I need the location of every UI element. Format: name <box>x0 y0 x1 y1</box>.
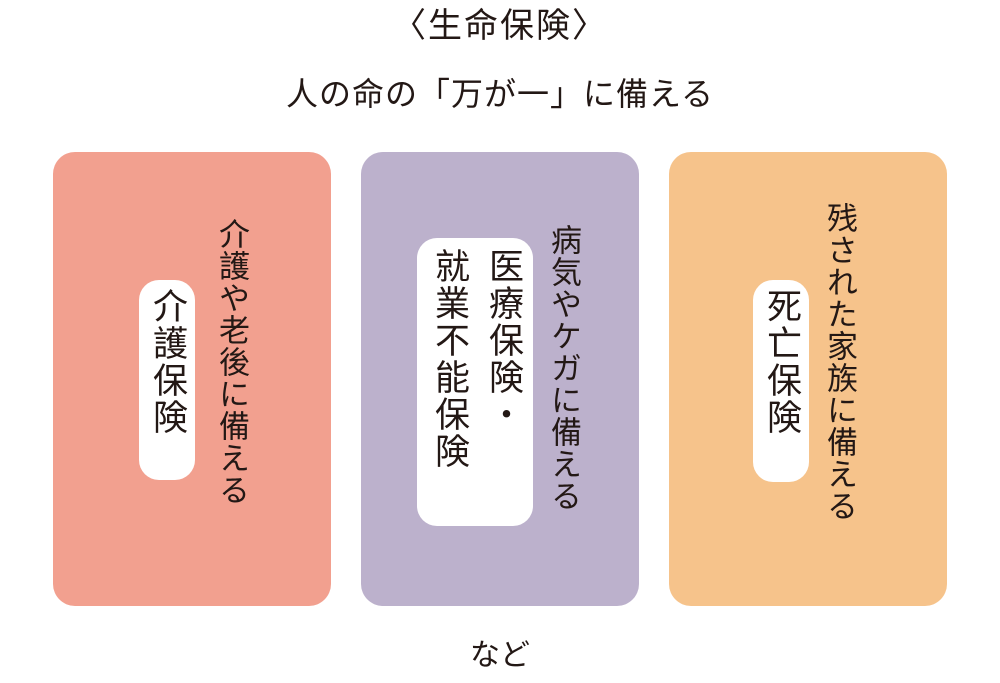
card-nursing-care: 介護や老後に備える 介護保険 <box>53 152 331 606</box>
insurance-label-box: 死亡保険 <box>753 280 809 482</box>
insurance-label: 就業不能保険 <box>429 248 469 470</box>
insurance-label-box: 医療保険・ 就業不能保険 <box>417 238 533 526</box>
diagram-subtitle: 人の命の「万が一」に備える <box>285 75 715 113</box>
insurance-label: 医療保険・ <box>483 248 523 433</box>
footer-etc: など <box>470 638 530 673</box>
card-death: 残された家族に備える 死亡保険 <box>669 152 947 606</box>
card-medical: 病気やケガに備える 医療保険・ 就業不能保険 <box>361 152 639 606</box>
insurance-label: 介護保険 <box>147 288 187 436</box>
card-description: 残された家族に備える <box>821 202 857 522</box>
card-description: 病気やケガに備える <box>545 224 581 512</box>
insurance-label: 死亡保険 <box>761 288 801 436</box>
diagram-title: 〈生命保険〉 <box>392 6 608 46</box>
insurance-label-box: 介護保険 <box>139 280 195 480</box>
card-description: 介護や老後に備える <box>213 218 249 506</box>
